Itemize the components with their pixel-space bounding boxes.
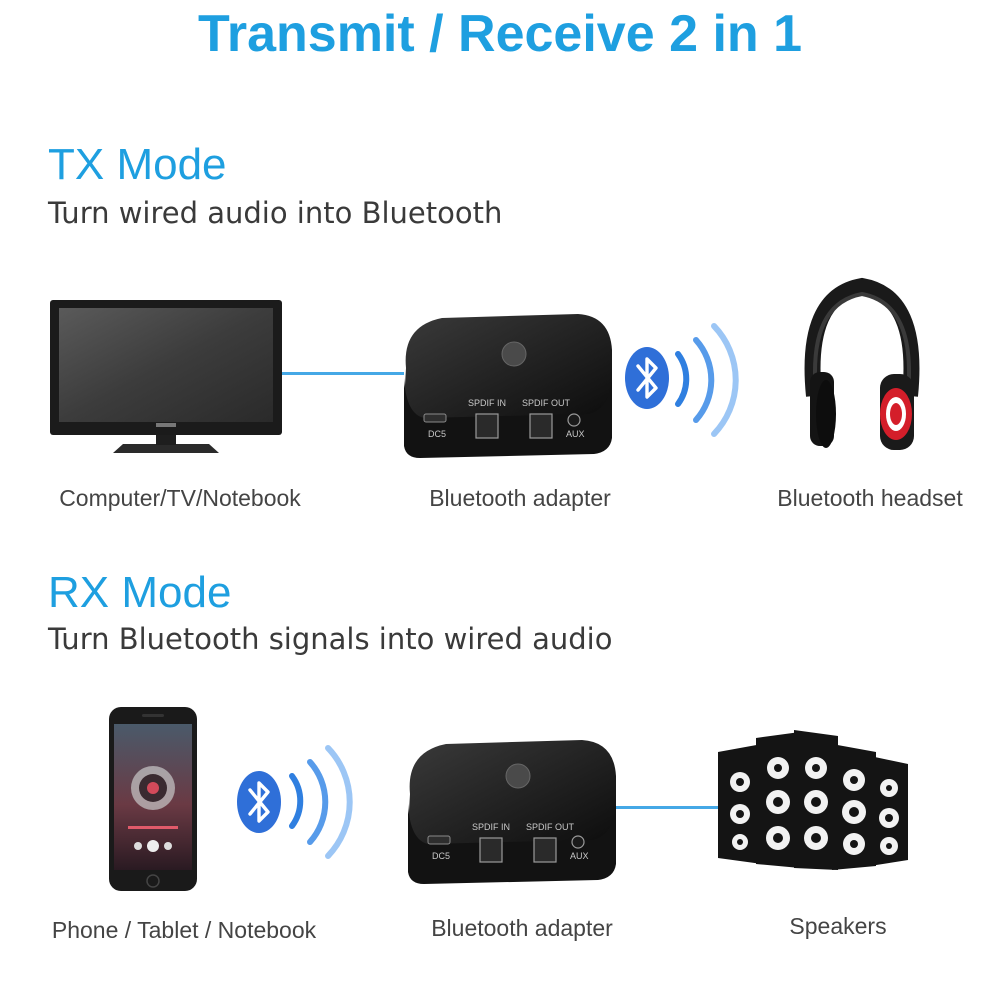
page-title: Transmit / Receive 2 in 1 [197, 5, 803, 63]
rx-cable [616, 806, 726, 809]
rx-source-label: Phone / Tablet / Notebook [51, 917, 317, 943]
adapter-spdif-in-label: SPDIF IN [468, 398, 506, 408]
tx-adapter-label: Bluetooth adapter [429, 485, 611, 511]
tx-mode-title: TX Mode [48, 140, 227, 189]
adapter-aux-label: AUX [566, 429, 585, 439]
tv-icon [50, 300, 282, 453]
rx-mode-subtitle: Turn Bluetooth signals into wired audio [48, 622, 613, 656]
bluetooth-icon [237, 771, 281, 833]
bluetooth-adapter-icon: DC5 SPDIF IN SPDIF OUT AUX [408, 740, 616, 884]
speakers-icon [718, 730, 908, 870]
adapter-spdif-out-label: SPDIF OUT [526, 822, 575, 832]
wireless-waves-icon [675, 323, 739, 437]
rx-target-label: Speakers [789, 913, 887, 939]
rx-adapter-label: Bluetooth adapter [431, 915, 613, 941]
adapter-spdif-out-label: SPDIF OUT [522, 398, 571, 408]
tx-source-label: Computer/TV/Notebook [59, 485, 301, 511]
phone-icon [109, 707, 197, 891]
bluetooth-adapter-icon: DC5 SPDIF IN SPDIF OUT AUX [404, 314, 612, 458]
rx-mode-title: RX Mode [48, 568, 232, 617]
tx-mode-subtitle: Turn wired audio into Bluetooth [48, 196, 503, 230]
adapter-spdif-in-label: SPDIF IN [472, 822, 510, 832]
headphones-icon [804, 277, 920, 450]
tx-target-label: Bluetooth headset [777, 485, 963, 511]
adapter-aux-label: AUX [570, 851, 589, 861]
tx-cable [282, 372, 404, 375]
adapter-dc-label: DC5 [428, 429, 446, 439]
wireless-waves-icon [289, 745, 353, 859]
bluetooth-icon [625, 347, 669, 409]
adapter-dc-label: DC5 [432, 851, 450, 861]
